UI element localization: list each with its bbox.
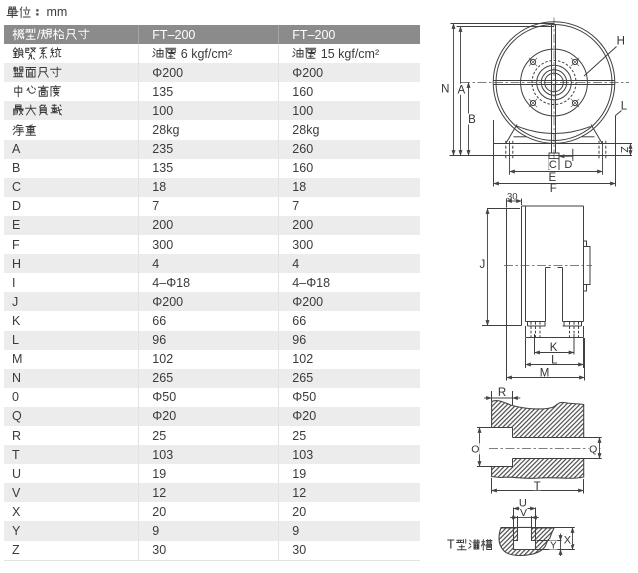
svg-text:B: B xyxy=(468,114,476,126)
svg-text:D: D xyxy=(564,159,572,171)
svg-text:Y: Y xyxy=(550,541,557,552)
svg-text:R: R xyxy=(498,387,506,399)
svg-text:T: T xyxy=(534,481,541,493)
svg-text:O: O xyxy=(471,444,479,456)
svg-text:M: M xyxy=(540,368,550,380)
svg-text:V: V xyxy=(520,507,527,519)
svg-text:T: T xyxy=(447,538,455,552)
svg-text:K: K xyxy=(550,342,558,354)
svg-text:Z: Z xyxy=(618,146,630,153)
svg-text:E: E xyxy=(548,172,556,184)
svg-text:Q: Q xyxy=(589,444,597,456)
svg-text:N: N xyxy=(441,84,449,96)
svg-text:30: 30 xyxy=(507,191,518,202)
svg-text:L: L xyxy=(621,100,628,112)
svg-text:C: C xyxy=(549,159,557,171)
svg-text:J: J xyxy=(480,259,486,271)
svg-text:H: H xyxy=(617,35,625,47)
svg-text:A: A xyxy=(457,84,465,96)
svg-text:L: L xyxy=(551,355,558,367)
svg-text:U: U xyxy=(519,498,527,510)
svg-text:F: F xyxy=(550,183,557,195)
svg-text:X: X xyxy=(564,535,572,547)
